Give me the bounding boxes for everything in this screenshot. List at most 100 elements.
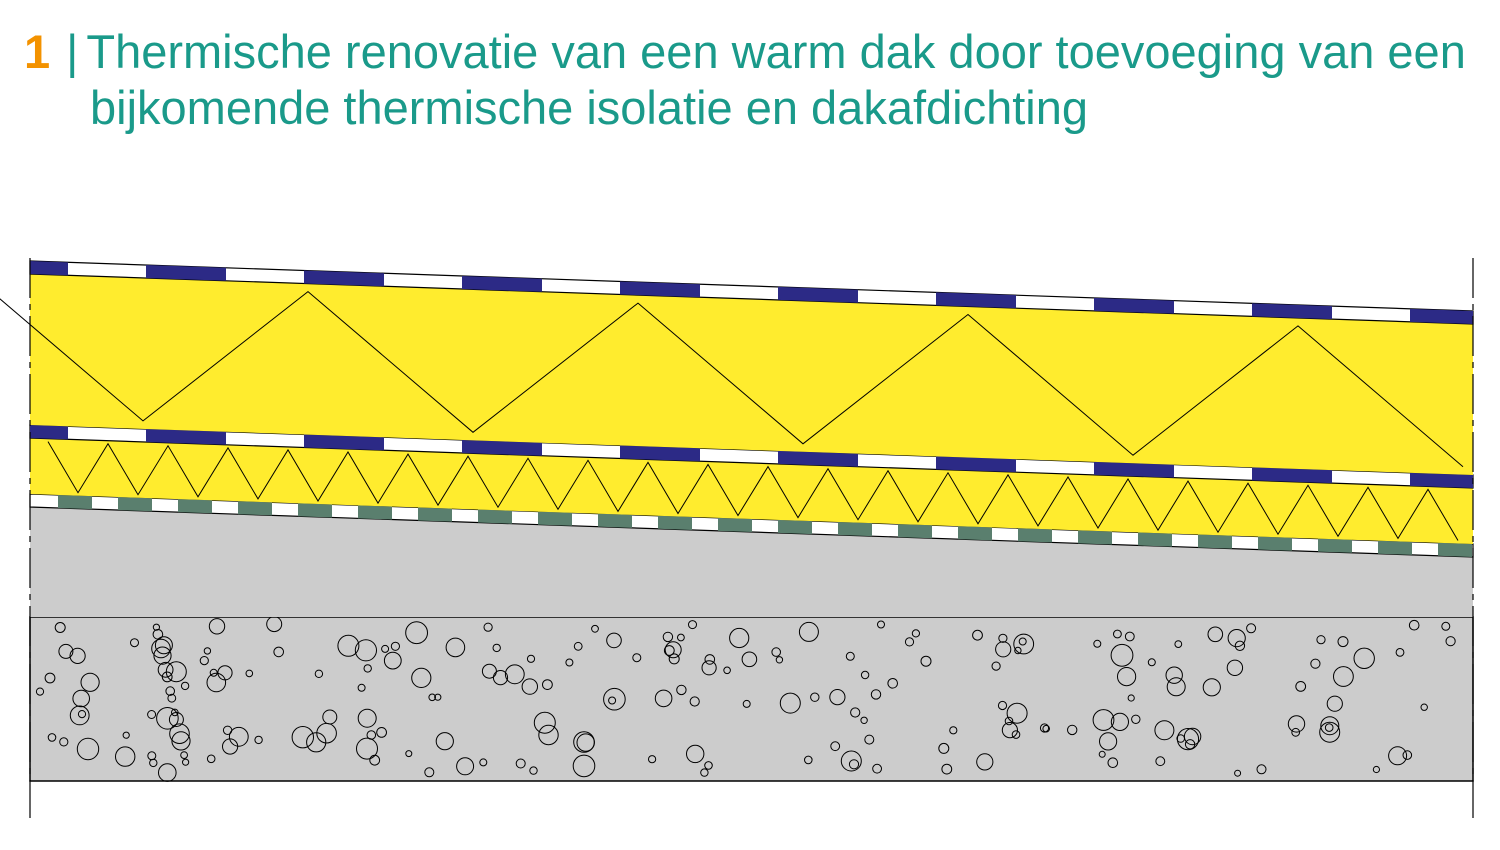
aggregate-circle: [1287, 715, 1306, 733]
aggregate-circle: [1324, 723, 1334, 732]
vapour-barrier-dash: [778, 519, 812, 535]
vapour-barrier-dash: [718, 517, 752, 533]
membrane-dash: [1094, 461, 1174, 478]
aggregate-circle: [59, 737, 69, 747]
title-line-1: Thermische renovatie van een warm dak do…: [86, 25, 1466, 78]
aggregate-circle: [1166, 677, 1186, 697]
aggregate-circle: [654, 689, 673, 708]
aggregate-circle: [169, 723, 190, 745]
aggregate-circle: [405, 750, 413, 758]
concrete-aggregate: [35, 616, 1456, 782]
aggregate-circle: [363, 664, 372, 673]
aggregate-circle: [1310, 658, 1321, 669]
aggregate-circle: [677, 633, 685, 642]
membrane-dash: [1410, 308, 1473, 324]
vapour-barrier-dash: [178, 499, 212, 514]
aggregate-circle: [1333, 666, 1354, 687]
aggregate-circle: [904, 637, 915, 647]
existing-waterproofing: [29, 424, 1474, 489]
membrane-dash: [620, 445, 700, 462]
aggregate-circle: [72, 689, 90, 708]
aggregate-circle: [199, 656, 209, 666]
aggregate-circle: [1226, 659, 1244, 676]
aggregate-circle: [504, 664, 525, 685]
aggregate-circle: [156, 707, 179, 730]
aggregate-circle: [1388, 746, 1408, 766]
aggregate-circle: [206, 672, 227, 693]
aggregate-circle: [481, 663, 497, 679]
aggregate-circle: [1176, 728, 1200, 751]
aggregate-circle: [456, 757, 475, 776]
aggregate-circle: [704, 761, 713, 770]
aggregate-circle: [515, 758, 526, 769]
aggregate-circle: [1098, 750, 1106, 758]
membrane-dash: [304, 270, 384, 287]
aggregate-circle: [182, 758, 190, 766]
aggregate-circle: [161, 671, 173, 683]
aggregate-circle: [147, 710, 157, 719]
aggregate-circle: [1326, 695, 1343, 712]
aggregate-circle: [688, 620, 697, 630]
diagram-title: 1 |Thermische renovatie van een warm dak …: [24, 24, 1466, 136]
vapour-barrier-dash: [298, 503, 332, 518]
aggregate-circle: [864, 734, 875, 745]
aggregate-circle: [1372, 765, 1381, 774]
aggregate-circle: [1011, 730, 1021, 739]
aggregate-circle: [845, 651, 855, 661]
aggregate-circle: [435, 732, 454, 751]
aggregate-circle: [208, 618, 226, 635]
aggregate-circle: [911, 629, 921, 638]
vapour-barrier-dash: [1198, 534, 1232, 549]
aggregate-circle: [1113, 629, 1122, 639]
aggregate-circle: [44, 672, 56, 684]
aggregate-circle: [1006, 702, 1028, 724]
aggregate-circle: [1127, 694, 1135, 702]
aggregate-circle: [165, 686, 175, 696]
aggregate-circle: [603, 687, 626, 711]
aggregate-circle: [1110, 643, 1134, 667]
vapour-barrier-dash: [478, 509, 512, 524]
aggregate-circle: [47, 733, 57, 742]
aggregate-circle: [206, 754, 216, 764]
aggregate-circle: [662, 631, 674, 643]
aggregate-circle: [632, 653, 642, 663]
aggregate-circle: [356, 737, 378, 760]
aggregate-circle: [526, 654, 536, 663]
membrane-dash: [1410, 472, 1473, 488]
vapour-barrier-dash: [1078, 530, 1112, 545]
aggregate-circle: [1004, 716, 1014, 726]
aggregate-circle: [273, 646, 285, 658]
vapour-barrier-dash: [1378, 540, 1412, 555]
aggregate-circle: [810, 692, 820, 702]
aggregate-circle: [157, 661, 174, 678]
vapour-barrier-dash: [1018, 528, 1052, 543]
aggregate-circle: [572, 754, 596, 778]
aggregate-circle: [1291, 727, 1301, 737]
aggregate-circle: [648, 755, 657, 764]
aggregate-circle: [1155, 756, 1166, 767]
aggregate-circle: [542, 679, 553, 690]
aggregate-circle: [741, 651, 758, 668]
aggregate-circle: [77, 710, 87, 719]
aggregate-circle: [1246, 623, 1257, 634]
aggregate-circle: [1227, 629, 1246, 648]
aggregate-circle: [376, 727, 388, 738]
aggregate-circle: [1014, 646, 1022, 655]
aggregate-circle: [729, 627, 750, 649]
membrane-dash: [146, 265, 226, 281]
aggregate-circle: [1174, 640, 1183, 648]
vapour-barrier-dash: [1318, 538, 1352, 553]
membrane-dash: [304, 434, 384, 451]
aggregate-circle: [306, 732, 327, 753]
aggregate-circle: [1013, 633, 1035, 655]
title-number: 1: [24, 25, 51, 78]
new-insulation-layer: [30, 274, 1473, 475]
aggregate-circle: [1154, 720, 1175, 741]
aggregate-circle: [291, 726, 314, 749]
membrane-dash: [620, 281, 700, 298]
title-separator: |: [66, 25, 79, 78]
existing-insulation: [30, 438, 1473, 544]
membrane-dash: [778, 286, 858, 303]
aggregate-circle: [1018, 637, 1027, 646]
aggregate-circle: [130, 638, 139, 648]
